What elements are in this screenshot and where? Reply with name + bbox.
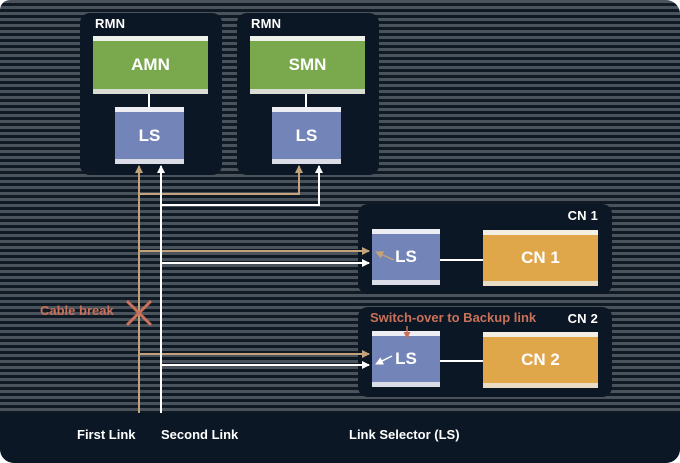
selector-label: LS	[295, 125, 318, 145]
cable-break-icon	[125, 299, 153, 327]
link-selector-amn: LS	[115, 107, 184, 164]
cn1-selector-active-arrow	[375, 251, 395, 261]
node-label: CN 1	[521, 248, 560, 267]
cn1-node: CN 1	[483, 230, 598, 286]
legend-second-link: Second Link	[161, 427, 239, 442]
panel-title: CN 1	[567, 208, 598, 223]
smn-node: SMN	[250, 36, 365, 94]
switch-over-label: Switch-over to Backup link	[370, 310, 537, 325]
connector-line	[440, 259, 483, 261]
legend-footer	[0, 413, 680, 463]
panel-title: RMN	[95, 16, 126, 31]
cable-break-label: Cable break	[40, 303, 114, 318]
cn2-selector-switch-arrow	[375, 355, 393, 365]
link-selector-smn: LS	[272, 107, 341, 164]
node-label: AMN	[131, 55, 170, 74]
legend-first-link: First Link	[77, 427, 136, 442]
selector-label: LS	[395, 349, 417, 368]
panel-title: RMN	[251, 16, 282, 31]
first-link-to-smn	[139, 165, 303, 195]
connector-line	[440, 360, 483, 362]
amn-node: AMN	[93, 36, 208, 94]
selector-label: LS	[138, 125, 161, 145]
second-link-to-smn	[161, 165, 323, 206]
node-label: CN 2	[521, 350, 560, 369]
connector-line	[148, 94, 150, 107]
connector-line	[305, 94, 307, 107]
panel-title: CN 2	[567, 311, 598, 326]
cn2-node: CN 2	[483, 332, 598, 388]
node-label: SMN	[288, 55, 327, 74]
selector-label: LS	[395, 247, 417, 266]
legend-link-selector: Link Selector (LS)	[349, 427, 460, 442]
